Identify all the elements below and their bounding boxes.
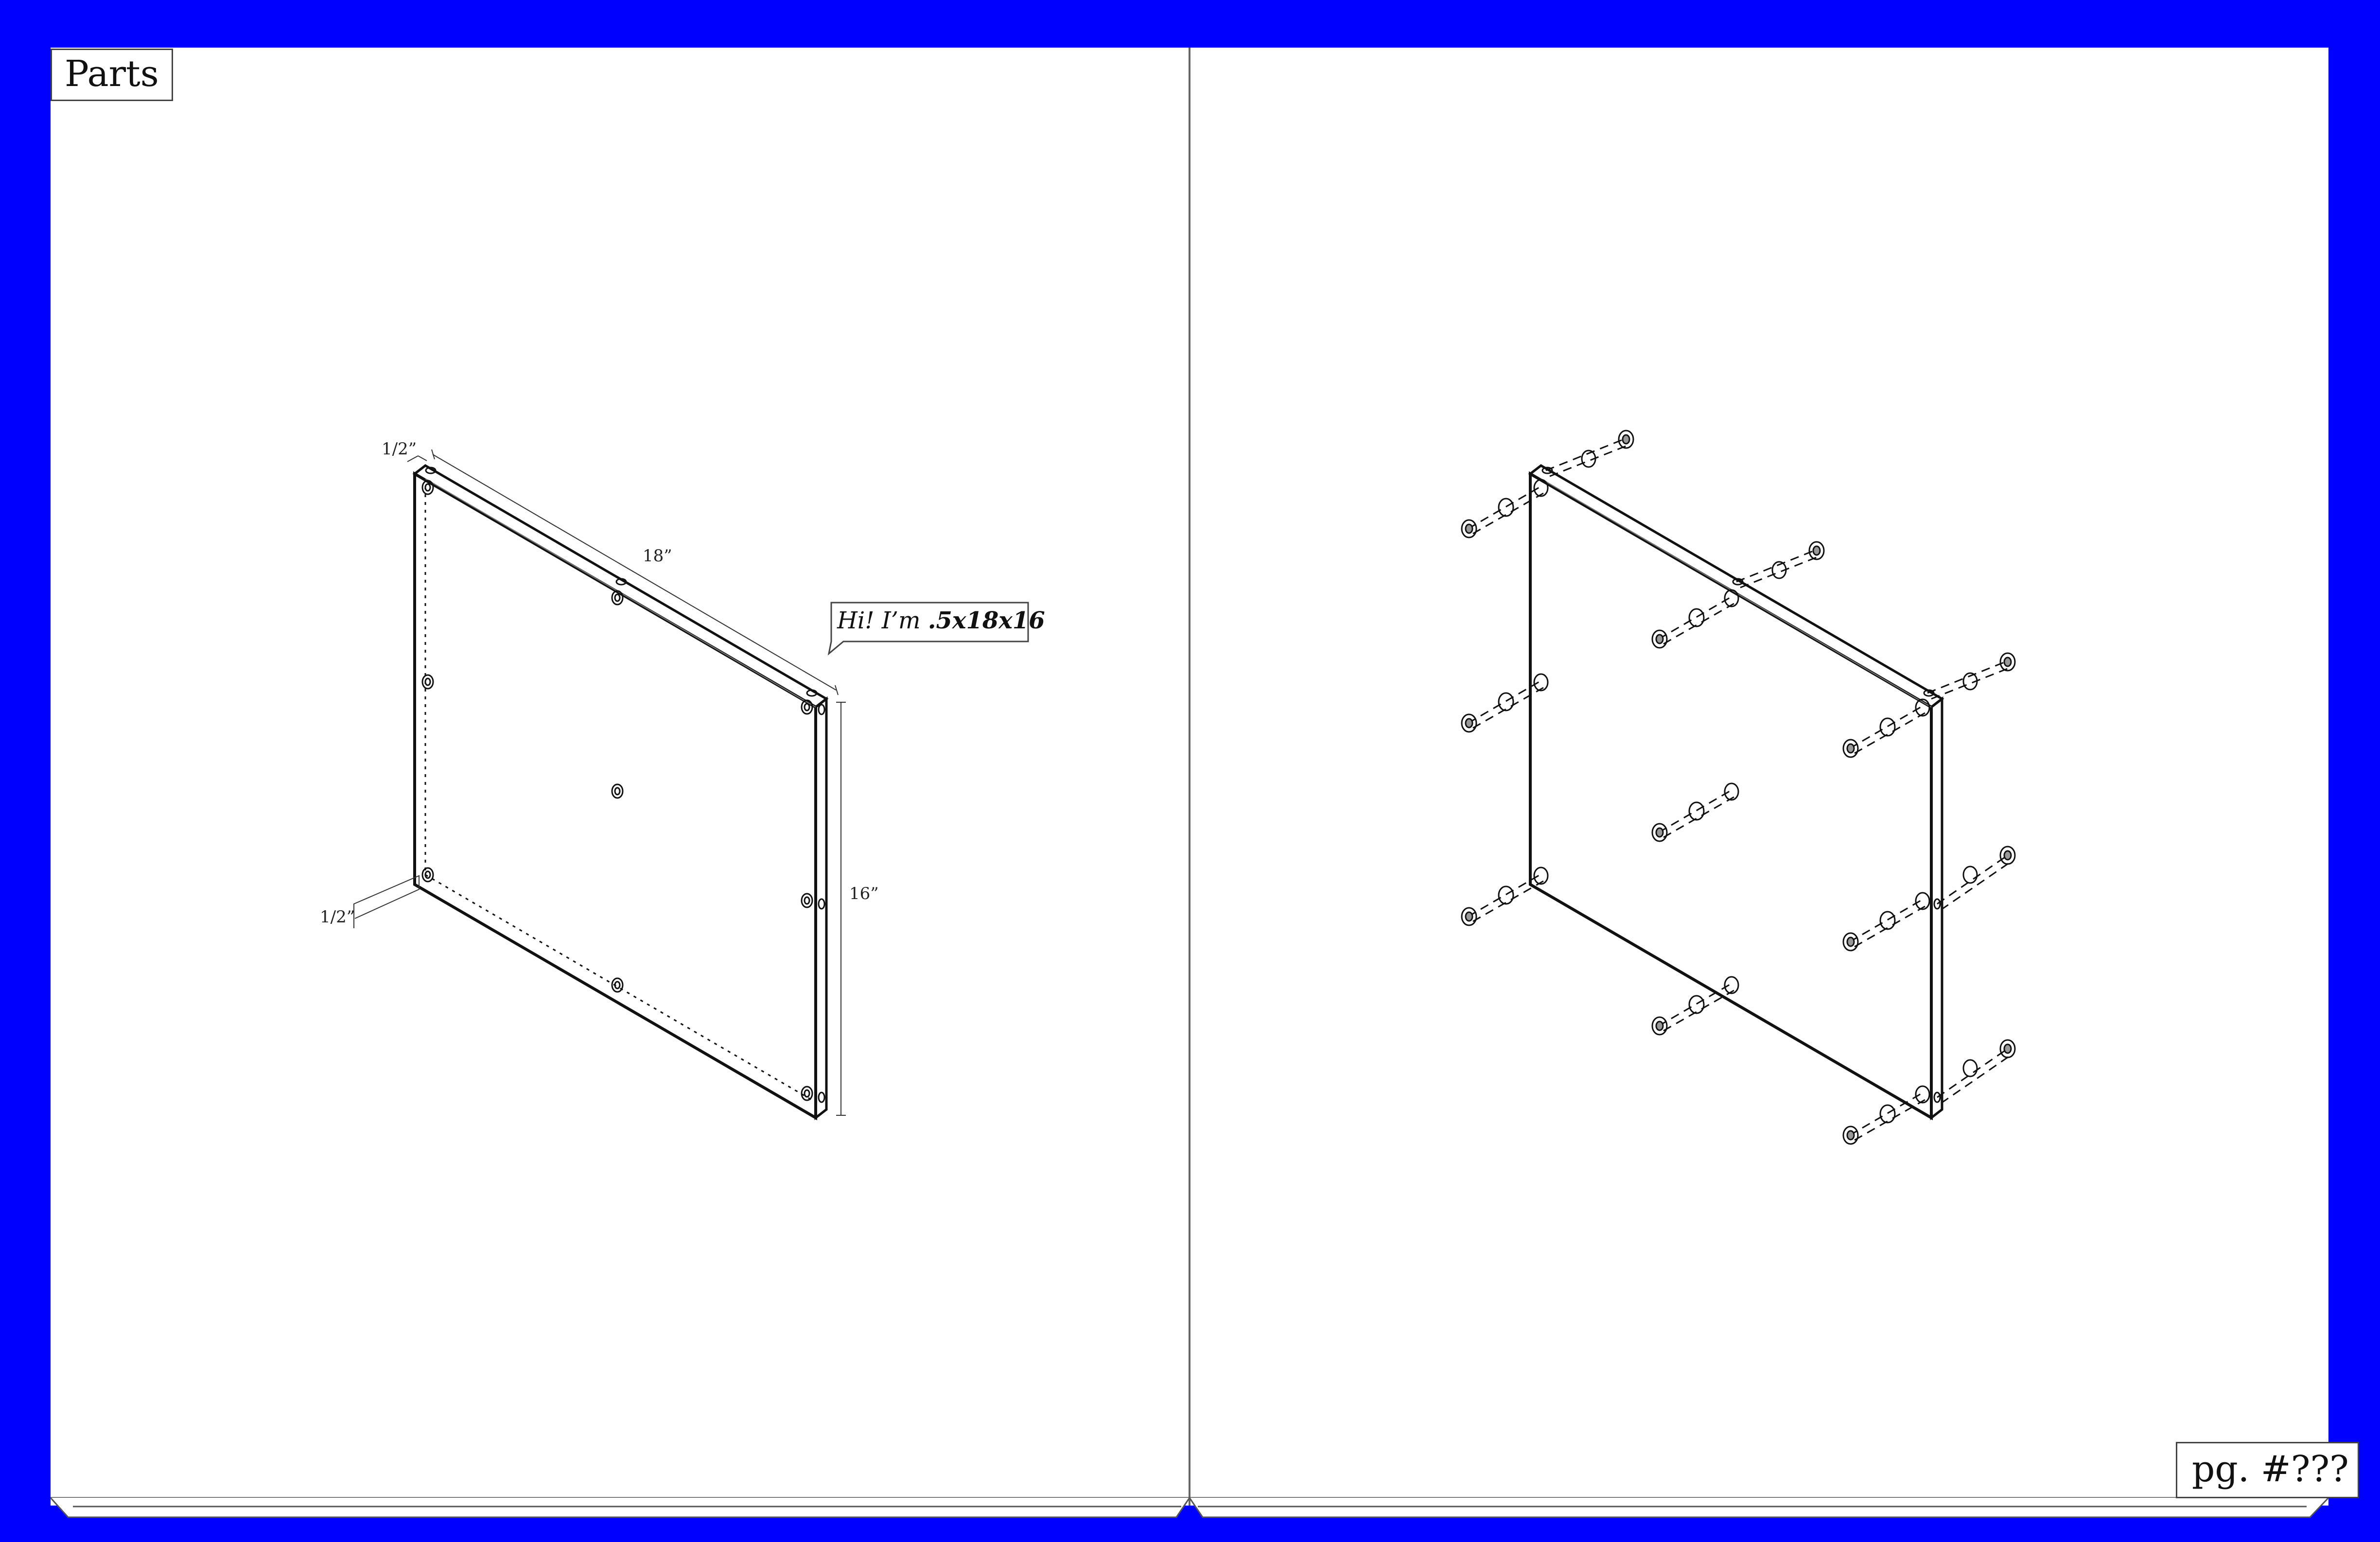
dowel-group-top-edge-left <box>1541 430 1634 477</box>
dowel-group-mid-bottom <box>1651 976 1739 1036</box>
callout-bubble <box>827 602 1029 656</box>
page-title: Parts <box>51 49 173 101</box>
right-edge-holes <box>818 704 825 1103</box>
panel-drawing <box>353 449 1029 1121</box>
page-number: pg. #??? <box>2176 1442 2359 1498</box>
dim-top-thickness: 1/2” <box>382 439 417 459</box>
dowel-group-mid-center <box>1651 782 1739 842</box>
dowel-group-left-bottom <box>1461 866 1549 926</box>
dowel-group-left-mid <box>1461 673 1549 733</box>
dim-height-line <box>836 702 846 1116</box>
dowel-group-right-bottom <box>1842 1085 1930 1145</box>
callout-part-name: .5x18x16 <box>928 607 1045 634</box>
callout-text: Hi! I’m .5x18x16 <box>837 607 1045 634</box>
right-page <box>1190 48 2328 1506</box>
top-edge-holes <box>425 467 818 697</box>
dowel-group-right-top <box>1842 698 1930 758</box>
dim-height: 16” <box>849 884 879 903</box>
page-edges <box>50 1496 2329 1518</box>
exploded-panel-drawing <box>1461 430 2016 1145</box>
left-page <box>51 48 1190 1506</box>
dowel-group-right-edge-bottom <box>1933 1039 2016 1104</box>
dim-side-thickness: 1/2” <box>320 907 355 927</box>
exploded-right-edge <box>1930 696 1943 1121</box>
dowel-group-top-edge-mid <box>1732 541 1825 589</box>
dim-width: 18” <box>643 546 672 566</box>
dim-top-thickness-marks <box>407 455 427 462</box>
dowel-group-right-mid <box>1842 892 1930 952</box>
dowel-group-left-top <box>1461 479 1549 538</box>
hidden-edge-bottom <box>425 874 816 1103</box>
face-holes <box>421 480 813 1101</box>
dowel-group-mid-top <box>1651 589 1739 649</box>
dowel-group-right-edge-mid <box>1933 846 2016 911</box>
dim-width-line <box>431 449 839 695</box>
dowel-group-top-edge-right <box>1923 652 2016 700</box>
dim-side-thickness-leader <box>353 875 420 928</box>
callout-prefix: Hi! I’m <box>837 607 928 634</box>
panel-right-edge <box>814 696 828 1121</box>
